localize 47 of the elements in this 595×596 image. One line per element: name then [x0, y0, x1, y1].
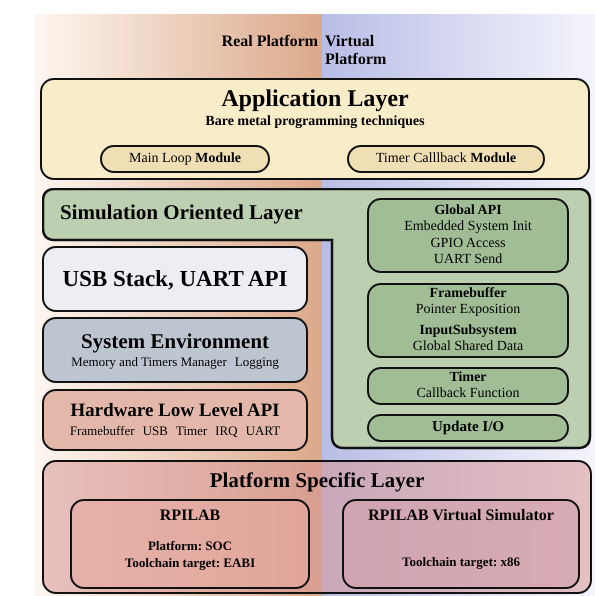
heading-text: Platform Specific Layer	[208, 468, 426, 492]
body-text: IRQ	[215, 422, 238, 439]
heading-text: RPILAB	[158, 507, 222, 526]
heading-text: Main Loop Module	[128, 150, 242, 168]
body-text: Callback Function	[415, 386, 521, 402]
body-text: Timer	[176, 422, 208, 439]
body-text: GPIO Access	[429, 236, 507, 252]
body-text: InputSubsystem	[418, 322, 518, 339]
heading-text: Application Layer	[220, 86, 410, 114]
column-label: Virtual Platform	[325, 33, 388, 70]
layer-box	[42, 246, 308, 312]
body-text: USB	[142, 422, 168, 439]
body-text: UART Send	[432, 252, 504, 268]
platform-box	[70, 499, 310, 589]
heading-text: Global API	[433, 203, 503, 220]
layer-box	[42, 389, 308, 451]
body-text: Logging	[234, 354, 279, 370]
module-box	[347, 145, 545, 173]
layer-panel	[42, 460, 592, 594]
body-text: Platform: SOC	[146, 539, 234, 554]
heading-text: Hardware Low Level API	[69, 400, 281, 422]
column-label: Real Platform	[220, 33, 318, 52]
body-text: Pointer Exposition	[414, 302, 522, 318]
component-box	[367, 198, 569, 273]
layer-panel	[40, 78, 590, 180]
body-text: Framebuffer	[70, 422, 135, 439]
body-text: Toolchain target: x86	[401, 555, 521, 570]
body-text: Toolchain target: EABI	[124, 556, 256, 572]
heading-text: Timer	[448, 370, 488, 386]
heading-text: Simulation Oriented Layer	[60, 200, 304, 224]
body-text: Memory and Timers Manager	[71, 354, 227, 370]
heading-text: Timer Calllback Module	[374, 150, 518, 168]
component-box	[367, 414, 569, 442]
platform-box	[342, 499, 580, 589]
layer-box	[42, 317, 308, 383]
body-text: UART	[246, 422, 280, 439]
heading-text: Framebuffer	[428, 286, 508, 302]
heading-text: USB Stack, UART API	[62, 266, 288, 292]
body-text: Embedded System Init	[403, 219, 533, 236]
heading-text: RPILAB Virtual Simulator	[367, 507, 555, 526]
component-box	[367, 367, 569, 405]
body-text: Bare metal programming techniques	[204, 114, 426, 130]
heading-text: Update I/O	[430, 419, 506, 437]
module-box	[100, 145, 270, 173]
body-text: Global Shared Data	[412, 338, 524, 355]
component-box	[367, 283, 569, 358]
heading-text: System Environment	[80, 328, 270, 354]
